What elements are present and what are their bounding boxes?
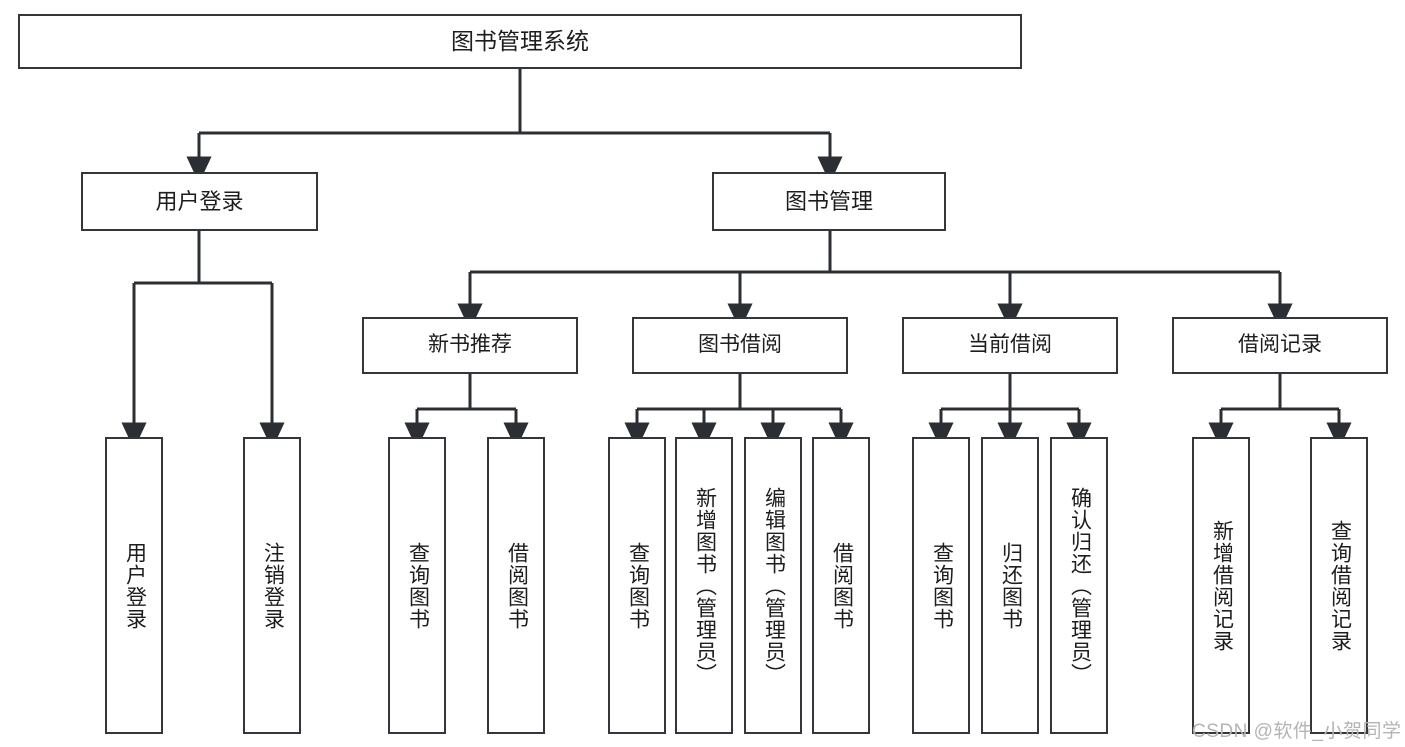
csdn-watermark: CSDN @软件_小贺同学 — [1192, 721, 1402, 742]
node-label: 图书借阅 — [698, 333, 782, 357]
node-label: 编辑图书（管理员） — [762, 486, 786, 685]
node-leaf-user-login[interactable]: 用户登录 — [105, 437, 163, 734]
node-leaf-confirm-return[interactable]: 确认归还（管理员） — [1050, 437, 1108, 734]
node-label: 借阅图书 — [830, 541, 854, 630]
node-book-borrow[interactable]: 图书借阅 — [632, 317, 848, 374]
node-label: 注销登录 — [261, 541, 285, 630]
node-root-system[interactable]: 图书管理系统 — [18, 14, 1022, 69]
node-label: 新书推荐 — [428, 333, 512, 357]
node-label: 当前借阅 — [968, 333, 1052, 357]
node-leaf-query-book-2[interactable]: 查询图书 — [608, 437, 666, 734]
node-leaf-logout[interactable]: 注销登录 — [243, 437, 301, 734]
node-label: 图书管理 — [784, 188, 873, 214]
node-label: 归还图书 — [999, 541, 1023, 630]
node-borrow-record[interactable]: 借阅记录 — [1172, 317, 1388, 374]
node-label: 查询图书 — [930, 541, 954, 630]
node-leaf-add-record[interactable]: 新增借阅记录 — [1192, 437, 1250, 734]
node-leaf-borrow-book-2[interactable]: 借阅图书 — [812, 437, 870, 734]
node-label: 查询图书 — [626, 541, 650, 630]
node-leaf-query-record[interactable]: 查询借阅记录 — [1310, 437, 1368, 734]
node-label: 新增借阅记录 — [1210, 519, 1234, 652]
node-label: 用户登录 — [155, 188, 244, 214]
node-leaf-return-book[interactable]: 归还图书 — [981, 437, 1039, 734]
node-label: 图书管理系统 — [451, 27, 589, 54]
node-label: 查询借阅记录 — [1328, 519, 1352, 652]
node-leaf-edit-book[interactable]: 编辑图书（管理员） — [744, 437, 802, 734]
node-book-manage[interactable]: 图书管理 — [712, 172, 946, 231]
node-label: 新增图书（管理员） — [693, 486, 717, 685]
node-user-login[interactable]: 用户登录 — [81, 172, 318, 231]
node-leaf-add-book[interactable]: 新增图书（管理员） — [675, 437, 733, 734]
node-current-borrow[interactable]: 当前借阅 — [902, 317, 1118, 374]
node-leaf-query-book-3[interactable]: 查询图书 — [912, 437, 970, 734]
node-new-book-recommend[interactable]: 新书推荐 — [362, 317, 578, 374]
node-label: 确认归还（管理员） — [1068, 486, 1092, 685]
node-label: 查询图书 — [406, 541, 430, 630]
node-leaf-query-book-1[interactable]: 查询图书 — [388, 437, 446, 734]
node-label: 借阅记录 — [1238, 333, 1322, 357]
node-label: 用户登录 — [123, 541, 147, 630]
node-leaf-borrow-book-1[interactable]: 借阅图书 — [487, 437, 545, 734]
node-label: 借阅图书 — [505, 541, 529, 630]
